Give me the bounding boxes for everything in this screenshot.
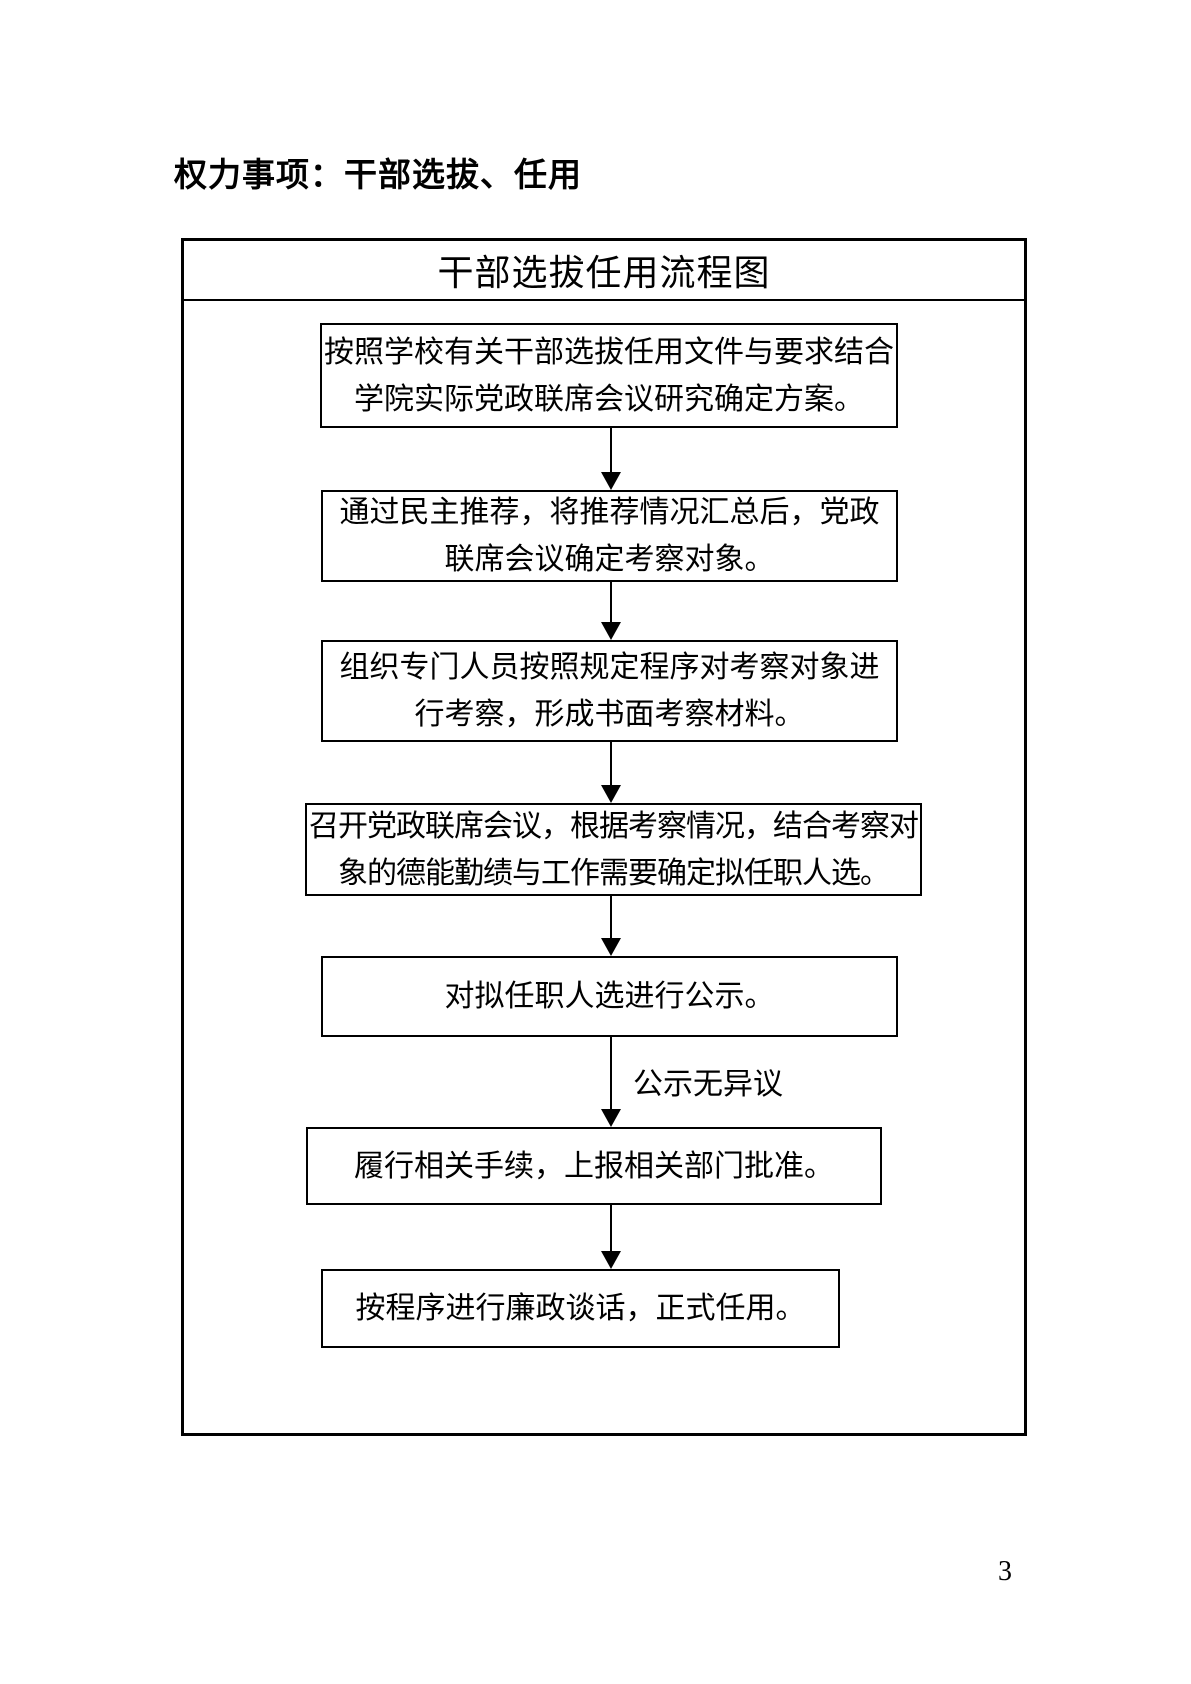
arrow-line	[610, 742, 612, 787]
flow-step-7: 按程序进行廉政谈话，正式任用。	[321, 1269, 840, 1348]
flowchart-frame: 干部选拔任用流程图 按照学校有关干部选拔任用文件与要求结合学院实际党政联席会议研…	[181, 238, 1027, 1436]
arrow-down-icon	[601, 622, 621, 640]
arrow-line	[610, 428, 612, 474]
arrow-down-icon	[601, 938, 621, 956]
arrow-line	[610, 582, 612, 624]
flow-connector-2	[601, 582, 621, 640]
flow-connector-3	[601, 742, 621, 803]
page-number: 3	[998, 1556, 1012, 1587]
arrow-line	[610, 1037, 612, 1111]
flow-step-6: 履行相关手续，上报相关部门批准。	[306, 1127, 882, 1205]
flow-connector-5	[601, 1037, 621, 1127]
flow-connector-4	[601, 896, 621, 956]
flow-connector-6	[601, 1205, 621, 1269]
arrow-down-icon	[601, 1251, 621, 1269]
arrow-line	[610, 896, 612, 940]
arrow-down-icon	[601, 472, 621, 490]
arrow-line	[610, 1205, 612, 1253]
page-title: 权力事项：干部选拔、任用	[174, 158, 582, 194]
flow-connector-1	[601, 428, 621, 490]
flow-step-5: 对拟任职人选进行公示。	[321, 956, 898, 1037]
flow-step-2: 通过民主推荐，将推荐情况汇总后，党政联席会议确定考察对象。	[321, 490, 898, 582]
flow-step-1: 按照学校有关干部选拔任用文件与要求结合学院实际党政联席会议研究确定方案。	[320, 323, 898, 428]
flow-step-4: 召开党政联席会议，根据考察情况，结合考察对象的德能勤绩与工作需要确定拟任职人选。	[305, 803, 922, 896]
flowchart-title-bar: 干部选拔任用流程图	[184, 241, 1024, 301]
flow-step-3: 组织专门人员按照规定程序对考察对象进行考察，形成书面考察材料。	[321, 640, 898, 742]
connector-label: 公示无异议	[633, 1068, 783, 1101]
flowchart-title: 干部选拔任用流程图	[437, 252, 771, 293]
arrow-down-icon	[601, 1109, 621, 1127]
arrow-down-icon	[601, 785, 621, 803]
